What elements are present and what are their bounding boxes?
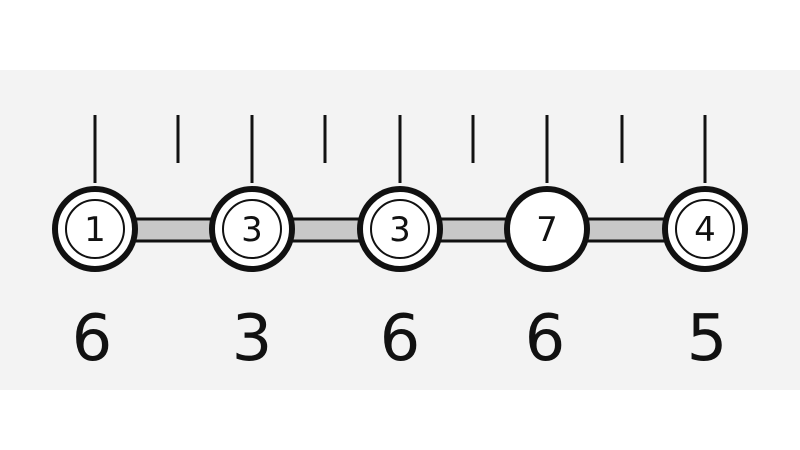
node-label: 3 — [389, 210, 411, 250]
count-label: 6 — [525, 302, 566, 376]
count-label: 6 — [380, 302, 421, 376]
count-label: 3 — [232, 302, 273, 376]
node-2: 3 — [209, 186, 295, 272]
node-label: 7 — [536, 210, 558, 250]
connector-bar — [437, 217, 510, 243]
node-label: 1 — [84, 210, 106, 250]
count-label: 5 — [687, 302, 728, 376]
connector-bar — [584, 217, 668, 243]
connector-bar — [132, 217, 216, 243]
connector-bar — [289, 217, 363, 243]
node-3: 3 — [357, 186, 443, 272]
node-5: 4 — [662, 186, 748, 272]
node-label: 4 — [694, 210, 716, 250]
count-label: 6 — [72, 302, 113, 376]
node-label: 3 — [241, 210, 263, 250]
node-1: 1 — [52, 186, 138, 272]
node-4: 7 — [504, 186, 590, 272]
